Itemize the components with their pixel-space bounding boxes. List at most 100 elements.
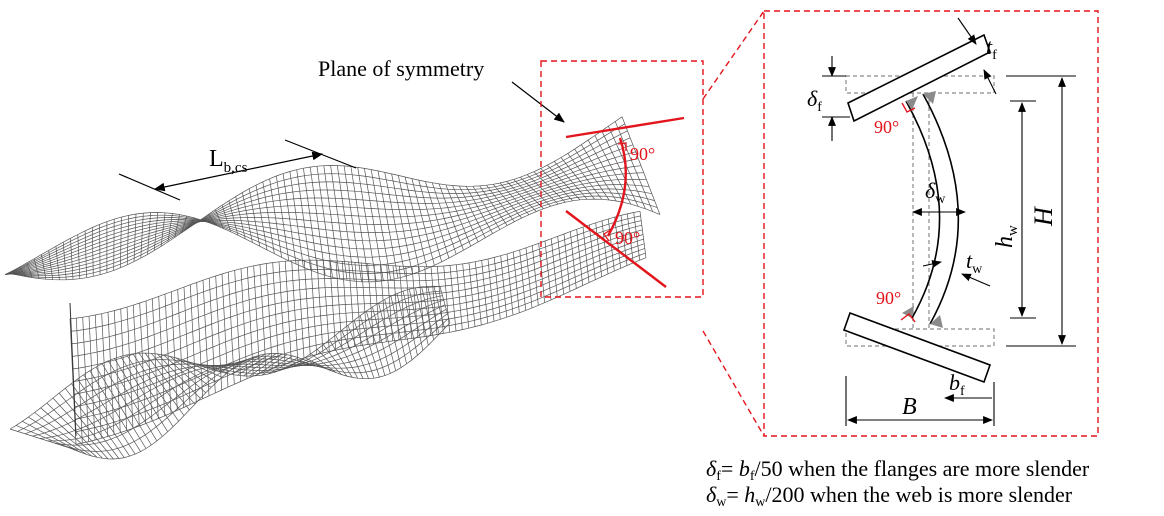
mesh-line [373,264,381,343]
mesh-line [365,311,386,376]
mesh-line [443,265,451,333]
mesh-line [170,291,178,411]
mesh-line [431,182,457,255]
mesh-line [28,416,87,455]
B-dimension [845,376,995,426]
mesh-line [297,260,305,359]
mesh-line [384,299,402,368]
mesh-line [310,260,318,355]
web-right [922,93,960,325]
mesh-line [273,359,304,373]
mesh-line [126,307,134,429]
mesh-line [341,330,364,379]
mesh-line [153,212,159,251]
mesh-line [303,168,319,273]
mesh-line [520,176,552,207]
mesh-line [506,181,537,212]
mesh-line [88,316,96,441]
mesh-line [519,249,527,311]
mesh-line [550,238,558,298]
mesh-line [310,353,337,373]
mesh-line [330,165,348,281]
mesh-line [465,186,493,234]
mesh-line [359,315,380,378]
mesh-line [513,179,544,209]
mesh-line [71,383,125,458]
mesh-line [4,273,13,275]
mesh-line [214,209,224,229]
mesh-line [614,217,622,269]
mesh-line [9,144,634,275]
mesh-line [120,308,128,431]
root-fillets [902,91,943,328]
mesh-line [202,280,210,396]
mesh-line [415,287,429,346]
mesh-line [445,184,472,247]
end-angle-bottom: 90° [615,228,640,248]
mesh-line [249,353,282,377]
mesh-line [396,293,413,360]
mesh-line [177,289,185,408]
mesh-line [262,181,275,254]
mesh-line [91,227,94,277]
mesh-line [525,247,533,308]
mesh-line [33,258,40,279]
mesh-line [569,231,577,289]
mesh-line [151,298,159,419]
mesh-line [22,420,82,453]
mesh-line [208,214,217,226]
mesh-line [462,263,470,329]
mesh-line [139,302,147,424]
top-flange [847,33,991,123]
section-detail: 90° 90° tf δf δw tw [807,17,1076,426]
mesh-line [563,233,571,292]
mesh-line [218,356,255,372]
mesh-line [224,354,261,374]
mesh-line [481,260,489,324]
mesh-line [278,261,286,365]
mesh-line [341,261,349,348]
mesh-line [46,402,103,459]
mesh-line [526,174,559,205]
mesh-line [108,360,158,442]
mesh-line [479,185,508,226]
mesh-line [353,320,375,379]
mesh-line [84,230,87,278]
delta-w-label: δw [925,178,946,207]
mesh-line [557,236,565,295]
mesh-line [95,366,147,449]
mesh-line [424,266,432,336]
mesh-line [147,212,151,255]
detail-angle-top: 90° [874,117,899,137]
detail-frame [763,10,1099,437]
mesh-line [221,205,231,232]
mesh-line [83,374,136,455]
mesh-line [243,353,277,377]
mesh-line [455,264,463,330]
mesh-line [595,222,603,277]
mesh-line [486,184,515,222]
bf-label: bf [949,370,965,399]
mesh-line [347,325,369,379]
mesh-line [316,349,342,375]
mesh-line [322,260,330,352]
mesh-line [348,261,356,347]
mesh-line [500,255,508,318]
mesh-line [52,397,109,460]
mesh-line [140,213,144,259]
delta-f-dimension [822,56,850,141]
mesh-line [26,262,33,278]
mesh-line [316,260,324,354]
mesh-line [272,262,280,367]
buckling-length-label: Lb,cs [209,146,248,176]
mesh-line [436,266,444,334]
mesh-line [163,354,206,394]
mesh-line [82,317,90,442]
mesh-line [364,168,384,281]
mesh-line [181,215,188,234]
mesh-line [181,359,223,378]
mesh-line [449,265,457,332]
mesh-line [402,291,418,356]
mesh-line [160,212,166,247]
mesh-line [183,287,191,405]
